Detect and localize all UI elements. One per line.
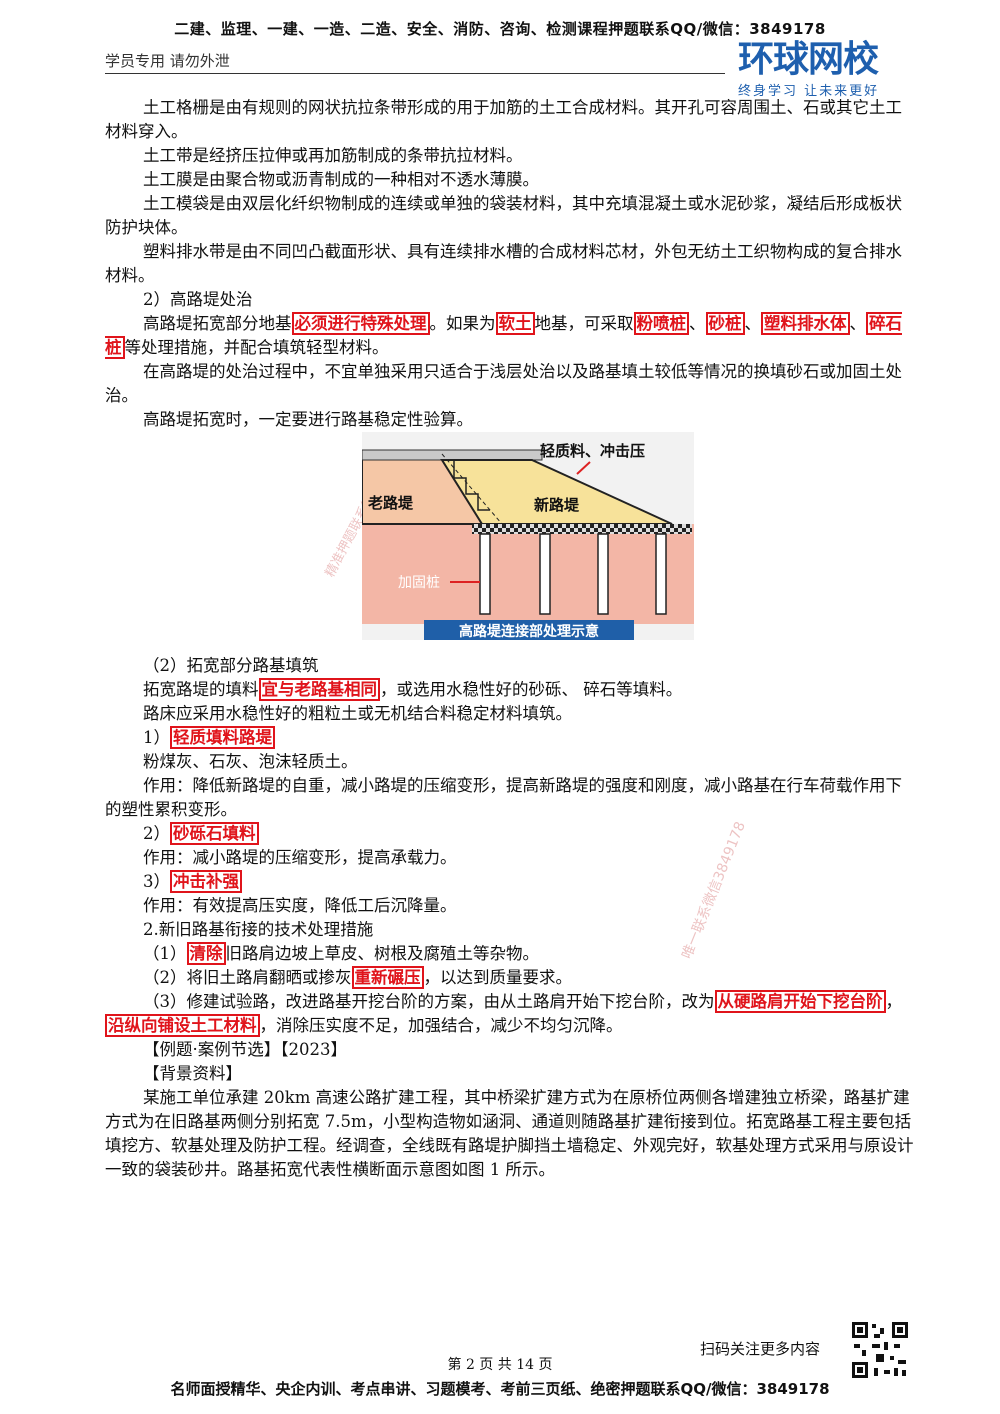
paragraph: 高路堤拓宽部分地基必须进行特殊处理。如果为软土地基，可采取粉喷桩、砂桩、塑料排水…: [105, 312, 902, 359]
brand-logo: 环球网校 终身学习 让未来更好: [738, 40, 918, 102]
background-title: 【背景资料】: [143, 1064, 242, 1083]
paragraph: 土工带是经挤压拉伸或再加筋制成的条带抗拉材料。: [143, 146, 523, 165]
paragraph: 粉煤灰、石灰、泡沫轻质土。: [143, 752, 358, 771]
diagram-label-new: 新路堤: [534, 496, 580, 514]
diagram-label-light: 轻质料、冲击压: [540, 442, 646, 460]
list-item: 3）冲击补强: [105, 870, 915, 894]
paragraph: 作用：有效提高压实度，降低工后沉降量。: [143, 896, 457, 915]
paragraph: 塑料排水带是由不同凹凸截面形状、具有连续排水槽的合成材料芯材，外包无纺土工织物构…: [105, 242, 902, 285]
diagram-caption: 高路堤连接部处理示意: [459, 624, 599, 640]
roadbed-diagram: 轻质料、冲击压 老路堤 新路堤 加固桩 高路堤连接部处理示意: [361, 432, 694, 640]
highlight: 轻质填料路堤: [170, 726, 275, 749]
highlight: 塑料排水体: [761, 312, 850, 335]
highlight: 粉喷桩: [633, 312, 689, 335]
qr-code-icon: [850, 1320, 910, 1380]
example-title: 【例题·案例节选】【2023】: [143, 1040, 347, 1059]
logo-title: 环球网校: [738, 39, 879, 80]
highlight: 必须进行特殊处理: [291, 312, 430, 335]
highlight: 清除: [186, 942, 226, 965]
paragraph: 在高路堤的处治过程中，不宜单独采用只适合于浅层处治以及路基填土较低等情况的换填砂…: [105, 362, 902, 405]
paragraph: 作用：降低新路堤的自重，减小路堤的压缩变形，提高新路堤的强度和刚度，减小路基在行…: [105, 776, 902, 819]
paragraph: 某施工单位承建 20km 高速公路扩建工程，其中桥梁扩建方式为在原桥位两侧各增建…: [105, 1088, 914, 1179]
highlight: 碎石桩: [105, 312, 902, 359]
paragraph: 拓宽路堤的填料宜与老路基相同，或选用水稳性好的砂砾、 碎石等填料。: [143, 678, 683, 701]
highlight: 软土: [495, 312, 535, 335]
diagram-label-pile: 加固桩: [398, 575, 440, 591]
paragraph: 土工格栅是由有规则的网状抗拉条带形成的用于加筋的土工合成材料。其开孔可容周围土、…: [105, 98, 902, 141]
bottom-banner: 名师面授精华、央企内训、考点串讲、习题模考、考前三页纸、绝密押题联系QQ/微信：…: [170, 1380, 830, 1398]
list-item: 2）砂砾石填料: [105, 822, 915, 846]
paragraph: 高路堤拓宽时，一定要进行路基稳定性验算。: [143, 410, 473, 429]
diagram-label-old: 老路堤: [368, 494, 414, 512]
paragraph: 土工膜是由聚合物或沥青制成的一种相对不透水薄膜。: [143, 170, 539, 189]
highlight: 从硬路肩开始下挖台阶: [714, 990, 886, 1013]
list-item: （1）清除旧路肩边坡上草皮、树根及腐殖土等杂物。: [143, 942, 539, 965]
highlight: 冲击补强: [170, 870, 242, 893]
page-number: 第 2 页 共 14 页: [447, 1357, 553, 1373]
section-heading: （2）拓宽部分路基填筑: [143, 656, 319, 675]
roadbed-diagram-svg: [361, 432, 694, 640]
list-item: （3）修建试验路，改进路基开挖台阶的方案，由从土路肩开始下挖台阶，改为从硬路肩开…: [105, 990, 915, 1038]
paragraph: 土工模袋是由双层化纤织物制成的连续或单独的袋装材料，其中充填混凝土或水泥砂浆，凝…: [105, 194, 902, 237]
section-heading: 2.新旧路基衔接的技术处理措施: [143, 920, 374, 939]
section-heading: 2）高路堤处治: [143, 290, 253, 309]
top-banner: 二建、监理、一建、一造、二造、安全、消防、咨询、检测课程押题联系QQ/微信：38…: [174, 20, 826, 38]
qr-code[interactable]: [850, 1320, 910, 1380]
highlight: 砂砾石填料: [170, 822, 259, 845]
document-body: 土工格栅是由有规则的网状抗拉条带形成的用于加筋的土工合成材料。其开孔可容周围土、…: [105, 96, 915, 1182]
list-item: （2）将旧土路肩翻晒或掺灰重新碾压，以达到质量要求。: [143, 966, 572, 989]
highlight: 宜与老路基相同: [258, 678, 380, 701]
highlight: 砂桩: [705, 312, 745, 335]
paragraph: 作用：减小路堤的压缩变形，提高承载力。: [143, 848, 457, 867]
paragraph: 路床应采用水稳性好的粗粒土或无机结合料稳定材料填筑。: [143, 704, 572, 723]
logo-slogan: 终身学习 让未来更好: [738, 84, 880, 99]
scan-qr-text: 扫码关注更多内容: [700, 1340, 821, 1358]
highlight: 沿纵向铺设土工材料: [105, 1014, 260, 1037]
highlight: 重新碾压: [351, 966, 424, 989]
list-item: 1）轻质填料路堤: [105, 726, 915, 750]
confidential-note: 学员专用 请勿外泄: [105, 52, 230, 70]
header-divider: [105, 73, 725, 74]
